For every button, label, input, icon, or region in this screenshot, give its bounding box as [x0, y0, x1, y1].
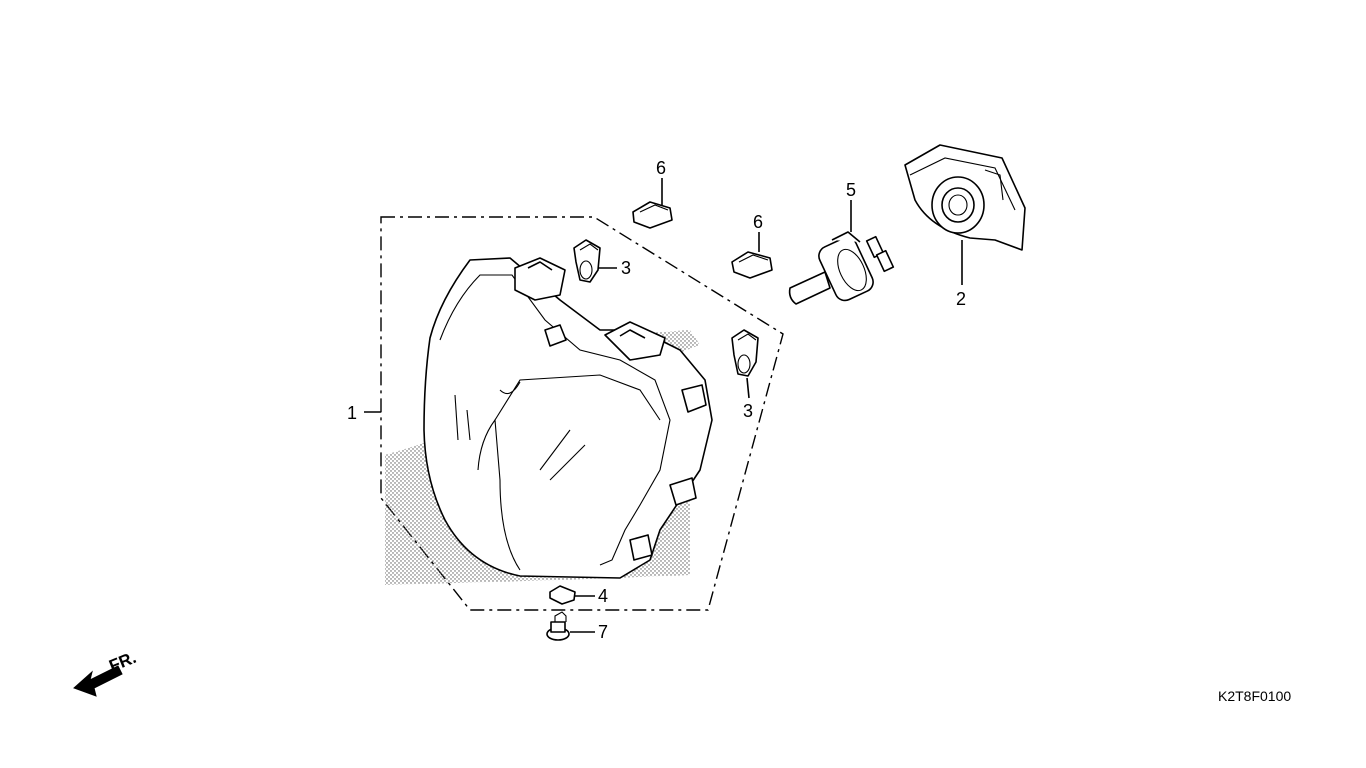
- flange-bolt: [546, 611, 570, 641]
- dust-cover: [904, 144, 1026, 251]
- callout-6-upper: 6: [656, 158, 666, 178]
- leader-lines: [364, 178, 963, 633]
- harness-clamp-lower: [731, 329, 759, 377]
- callout-5: 5: [846, 180, 856, 200]
- front-direction-arrow-icon: FR.: [73, 648, 139, 697]
- headlight-unit: [385, 257, 713, 585]
- assembly-boundary: [380, 216, 784, 611]
- callout-3-lower: 3: [743, 401, 753, 421]
- clip-upper: [632, 201, 673, 229]
- clip-lower: [731, 251, 773, 279]
- callout-3-upper: 3: [621, 258, 631, 278]
- callout-1: 1: [347, 403, 357, 423]
- callout-4: 4: [598, 586, 608, 606]
- callout-6-lower: 6: [753, 212, 763, 232]
- headlight-bulb: [788, 231, 895, 305]
- harness-clamp-upper: [573, 239, 601, 283]
- front-direction-label: FR.: [106, 648, 139, 676]
- square-nut: [549, 585, 576, 605]
- diagram-code: K2T8F0100: [1218, 688, 1292, 704]
- callout-7: 7: [598, 622, 608, 642]
- callout-2: 2: [956, 289, 966, 309]
